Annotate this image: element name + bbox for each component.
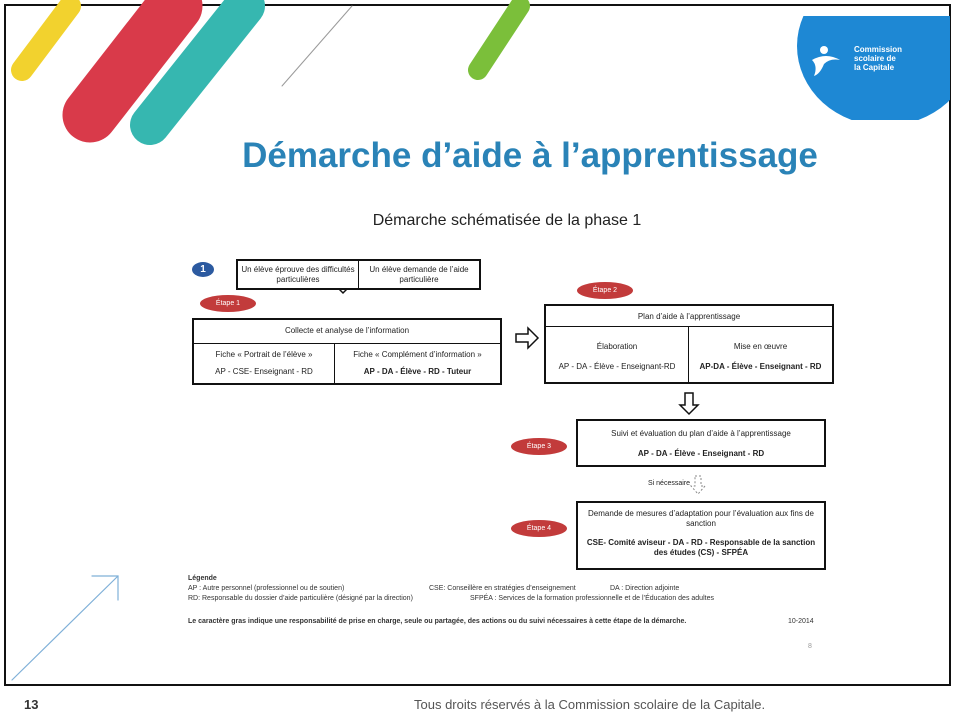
etape-2-divider [688, 326, 689, 382]
legend-ap: AP : Autre personnel (professionnel ou d… [188, 585, 345, 592]
etape-1-badge: Étape 1 [200, 295, 256, 312]
si-necessaire-label: Si nécessaire [647, 480, 691, 487]
etape-1-header: Collecte et analyse de l’information [284, 326, 410, 335]
etape-1-col2-title: Fiche « Complément d’information » [353, 350, 482, 359]
down-arrow-2 [678, 392, 700, 416]
diagram-title: Démarche schématisée de la phase 1 [372, 212, 642, 229]
bold-note: Le caractère gras indique une responsabi… [188, 618, 687, 625]
diagram-page: 8 [808, 643, 812, 650]
red-stripe [62, 0, 203, 143]
etape-2-col1-roles: AP - DA - Élève - Enseignant-RD [558, 362, 676, 371]
start-divider [358, 261, 359, 288]
phase-number-badge: 1 [192, 262, 214, 277]
legend-title: Légende [188, 575, 217, 582]
etape-3-roles: AP - DA - Élève - Enseignant - RD [637, 449, 765, 458]
logo-text: Commission scolaire de la Capitale [854, 45, 902, 72]
etape-4-roles: CSE- Comité aviseur - DA - RD - Responsa… [586, 538, 816, 557]
etape-4-box: Demande de mesures d’adaptation pour l’é… [576, 501, 826, 570]
etape-2-rule [546, 326, 832, 327]
legend-da: DA : Direction adjointe [610, 585, 680, 592]
etape-1-box: Collecte et analyse de l’information Fic… [192, 318, 502, 385]
etape-4-badge: Étape 4 [511, 520, 567, 537]
start-left-text: Un élève éprouve des difficultés particu… [241, 265, 355, 284]
thin-diagonal-line [281, 5, 353, 87]
green-stripe [468, 0, 530, 80]
etape-1-col1-roles: AP - CSE- Enseignant - RD [215, 367, 313, 376]
etape-2-header: Plan d’aide à l’apprentissage [637, 312, 741, 321]
corner-arrow-line [11, 575, 119, 681]
etape-1-rule [194, 343, 500, 344]
corner-arrow-head [91, 575, 119, 601]
start-box: Un élève éprouve des difficultés particu… [236, 259, 481, 290]
etape-4-header: Demande de mesures d’adaptation pour l’é… [588, 509, 814, 528]
etape-3-header: Suivi et évaluation du plan d’aide à l’a… [611, 429, 791, 438]
person-leaping-icon [812, 46, 840, 76]
yellow-stripe [11, 0, 81, 81]
slide-number: 13 [24, 697, 39, 712]
etape-3-box: Suivi et évaluation du plan d’aide à l’a… [576, 419, 826, 467]
logo-badge [797, 16, 950, 120]
dashed-down-arrow [689, 475, 707, 495]
slide-frame [4, 4, 951, 686]
diagram-date: 10-2014 [788, 618, 814, 625]
etape-2-col2-roles: AP-DA - Élève - Enseignant - RD [699, 362, 822, 371]
teal-stripe [130, 0, 265, 145]
etape-1-divider [334, 343, 335, 383]
diagram-document: Démarche schématisée de la phase 1 1 Un … [174, 186, 840, 663]
right-arrow [515, 326, 540, 350]
logo-line-2: scolaire de [854, 54, 896, 63]
etape-2-badge: Étape 2 [577, 282, 633, 299]
etape-3-badge: Étape 3 [511, 438, 567, 455]
logo-line-3: la Capitale [854, 63, 895, 72]
start-right-text: Un élève demande de l’aide particulière [369, 265, 469, 284]
etape-2-col1-title: Élaboration [596, 342, 638, 351]
etape-2-box: Plan d’aide à l’apprentissage Élaboratio… [544, 304, 834, 384]
etape-2-col2-title: Mise en œuvre [733, 342, 788, 351]
logo-line-1: Commission [854, 45, 903, 54]
slide-title: Démarche d’aide à l’apprentissage [242, 136, 818, 175]
footer-copyright: Tous droits réservés à la Commission sco… [414, 697, 766, 712]
legend-cse: CSE: Conseillère en stratégies d’enseign… [429, 585, 576, 592]
etape-1-col2-roles: AP - DA - Élève - RD - Tuteur [363, 367, 472, 376]
legend-rd: RD: Responsable du dossier d’aide partic… [188, 595, 413, 602]
etape-1-col1-title: Fiche « Portrait de l’élève » [215, 350, 313, 359]
legend-sfpea: SFPÉA : Services de la formation profess… [470, 595, 714, 602]
